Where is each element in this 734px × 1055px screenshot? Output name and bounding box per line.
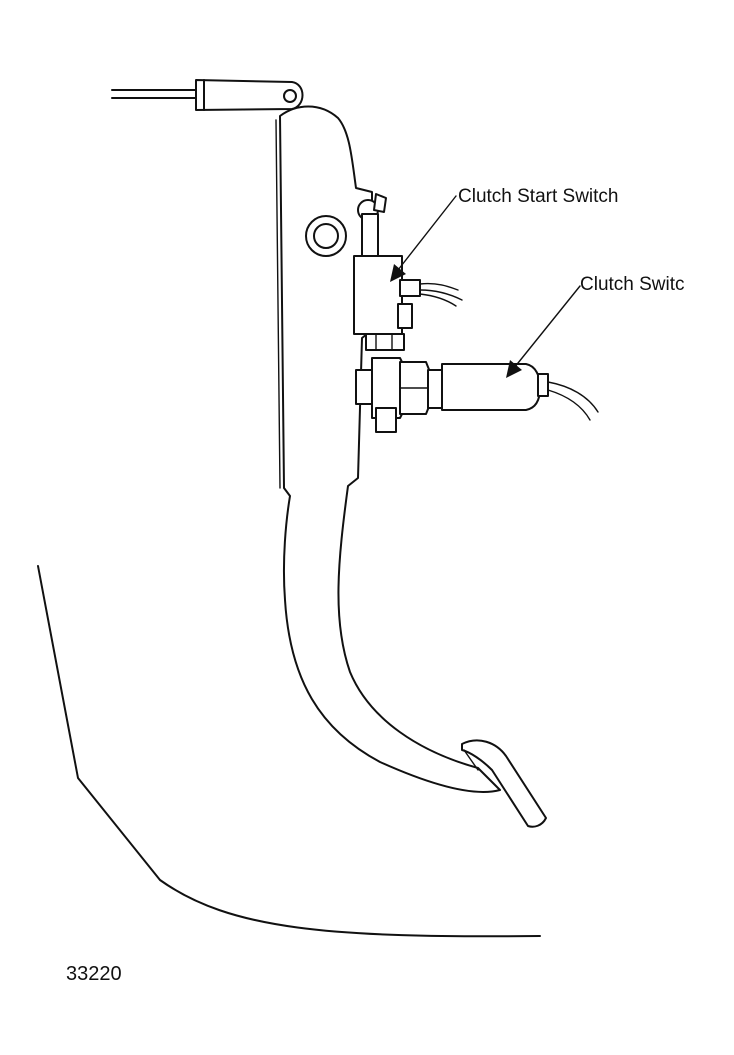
pedal-pad-edge bbox=[463, 749, 479, 771]
pushrod bbox=[111, 79, 304, 111]
clutch-start-switch bbox=[353, 193, 463, 351]
label-clutch-start-switch: Clutch Start Switch bbox=[458, 186, 619, 207]
pedal-arm-edge bbox=[275, 119, 281, 489]
clutch-switch bbox=[355, 357, 599, 433]
pedal-pad bbox=[461, 739, 547, 828]
pedal-arm bbox=[279, 105, 501, 793]
pivot-bolt bbox=[305, 215, 347, 257]
floor-outline bbox=[37, 565, 541, 938]
leader-clutch-start-switch bbox=[390, 195, 457, 282]
figure-number: 33220 bbox=[66, 963, 122, 985]
leader-clutch-switch bbox=[506, 285, 581, 378]
label-clutch-switch: Clutch Switc bbox=[580, 274, 685, 295]
